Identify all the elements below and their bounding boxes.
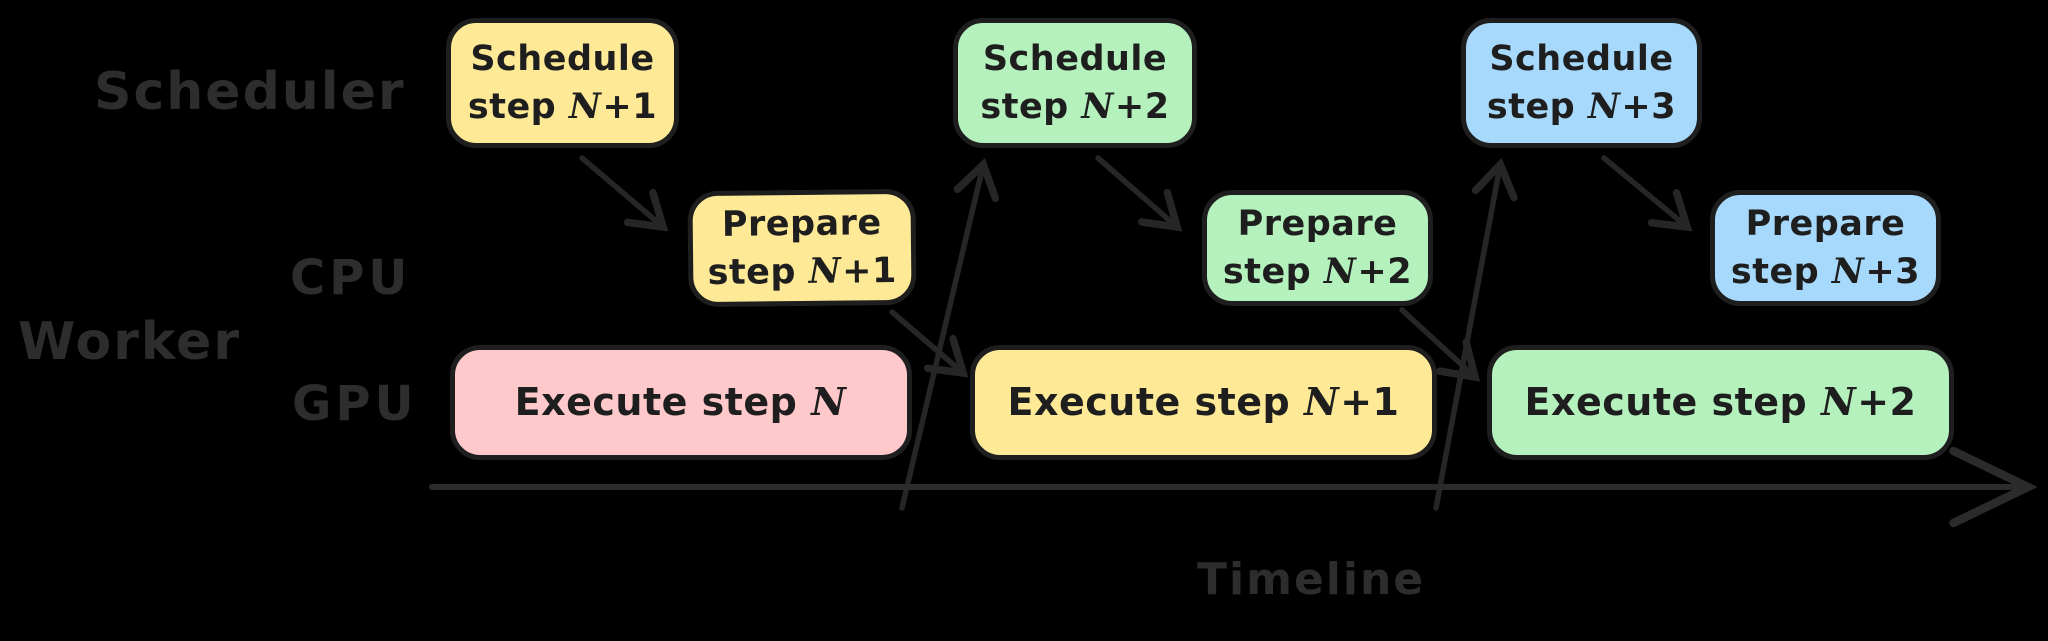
box-prepare-step-n1: Prepare step N+1: [687, 188, 917, 308]
arrow-schedule-n1-to-prepare-n1-icon: [579, 155, 669, 232]
box-prepare-step-n3-line1: Prepare: [1745, 203, 1906, 244]
box-schedule-step-n3-line2: step N+3: [1486, 86, 1677, 127]
box-execute-step-n-line1: Execute step N: [514, 379, 847, 425]
box-prepare-step-n3-line2: step N+3: [1730, 251, 1921, 292]
box-prepare-step-n1-line2: step N+1: [707, 250, 898, 293]
box-schedule-step-n2-line1: Schedule: [982, 38, 1168, 79]
scheduler-lane-label: Scheduler: [94, 62, 406, 122]
box-prepare-step-n2: Prepare step N+2: [1202, 190, 1433, 306]
box-execute-step-n1: Execute step N+1: [970, 345, 1437, 460]
box-prepare-step-n3: Prepare step N+3: [1710, 190, 1941, 306]
box-schedule-step-n1-line2: step N+1: [467, 86, 658, 127]
worker-lane-label: Worker: [18, 312, 241, 372]
box-schedule-step-n2-line2: step N+2: [980, 86, 1170, 127]
box-execute-step-n1-line1: Execute step N+1: [1007, 379, 1400, 425]
box-prepare-step-n1-line1: Prepare: [721, 202, 882, 245]
box-prepare-step-n2-line1: Prepare: [1237, 203, 1398, 244]
box-schedule-step-n3: Schedule step N+3: [1461, 18, 1702, 148]
box-prepare-step-n2-line2: step N+2: [1222, 251, 1413, 292]
box-schedule-step-n2: Schedule step N+2: [953, 18, 1197, 148]
arrow-schedule-n2-to-prepare-n2-icon: [1095, 155, 1183, 232]
box-schedule-step-n1: Schedule step N+1: [446, 18, 679, 148]
gpu-lane-label: GPU: [292, 376, 418, 432]
box-execute-step-n: Execute step N: [450, 345, 912, 460]
arrow-schedule-n3-to-prepare-n3-icon: [1601, 155, 1693, 232]
box-execute-step-n2-line1: Execute step N+2: [1524, 379, 1917, 425]
box-execute-step-n2: Execute step N+2: [1487, 345, 1954, 460]
timeline-axis-label: Timeline: [1197, 554, 1426, 605]
arrow-execute-n1-to-schedule-n3-icon: [1433, 157, 1518, 511]
box-schedule-step-n1-line1: Schedule: [470, 38, 655, 79]
box-schedule-step-n3-line1: Schedule: [1489, 38, 1674, 79]
cpu-lane-label: CPU: [290, 250, 412, 306]
